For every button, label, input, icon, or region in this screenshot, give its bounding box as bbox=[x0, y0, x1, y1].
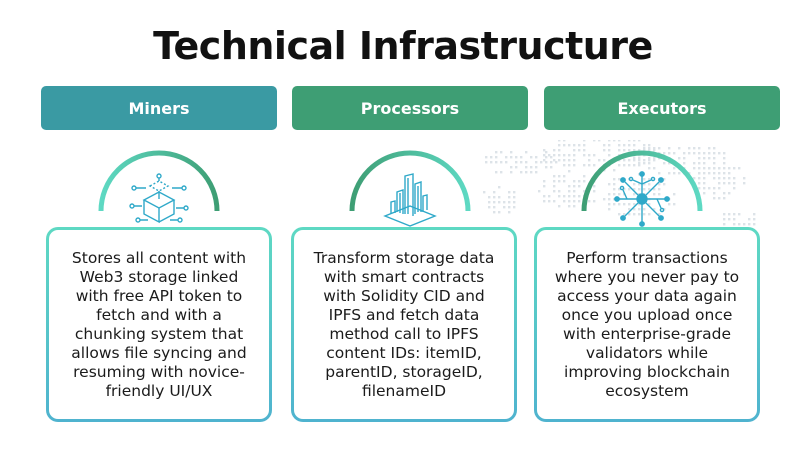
processors-header-label: Processors bbox=[360, 98, 460, 118]
miners-header-label: Miners bbox=[128, 98, 190, 118]
executors-header-label: Executors bbox=[617, 98, 707, 118]
miners-arc bbox=[98, 150, 220, 212]
executors-description: Perform transactions where you never pay… bbox=[554, 248, 740, 400]
processors-header: Processors bbox=[292, 86, 528, 130]
world-map-decoration bbox=[483, 140, 756, 231]
processors-card: Transform storage data with smart contra… bbox=[291, 227, 517, 422]
hub-network-icon bbox=[614, 171, 670, 227]
executors-card: Perform transactions where you never pay… bbox=[534, 227, 760, 422]
processors-description: Transform storage data with smart contra… bbox=[313, 248, 495, 400]
executors-arc bbox=[581, 150, 703, 212]
network-blocks-icon bbox=[129, 173, 189, 224]
processors-arc bbox=[349, 150, 471, 212]
miners-description: Stores all content with Web3 storage lin… bbox=[71, 248, 247, 400]
miners-card: Stores all content with Web3 storage lin… bbox=[46, 227, 272, 422]
city-buildings-icon bbox=[383, 173, 437, 227]
miners-header: Miners bbox=[41, 86, 277, 130]
executors-header: Executors bbox=[544, 86, 780, 130]
page-title: Technical Infrastructure bbox=[153, 24, 653, 68]
